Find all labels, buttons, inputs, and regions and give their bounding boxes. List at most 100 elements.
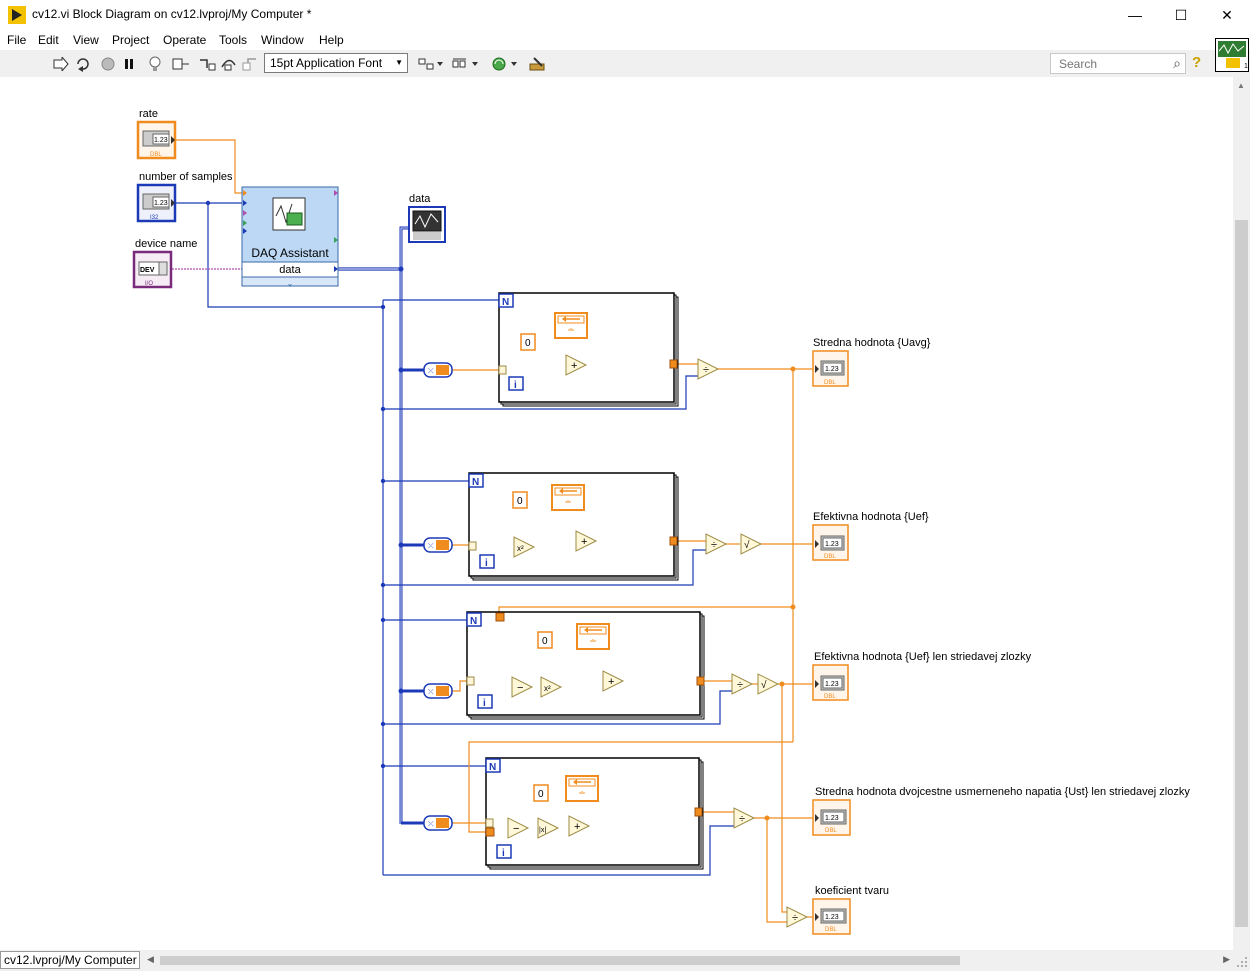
for-loop-4[interactable]: N i ∸ 0 − |x| + bbox=[485, 757, 704, 870]
menu-view[interactable]: View bbox=[73, 33, 99, 47]
vi-icon[interactable]: 1 bbox=[1215, 38, 1249, 72]
data-graph-label: data bbox=[409, 193, 431, 205]
divide-node-2: ÷ bbox=[705, 533, 727, 555]
menu-help[interactable]: Help bbox=[319, 33, 344, 47]
loop3-count-terminal: N bbox=[470, 616, 477, 627]
device-control[interactable]: DEV I/O bbox=[132, 250, 173, 289]
distribute-objects-icon[interactable] bbox=[452, 55, 480, 73]
retain-wire-values-icon[interactable] bbox=[172, 55, 190, 73]
search-input[interactable]: Search ⌕ bbox=[1050, 53, 1186, 74]
uavg-indicator[interactable]: 1.23 DBL bbox=[812, 350, 849, 387]
loop3-index-tunnel bbox=[466, 676, 475, 686]
junction-dots bbox=[205, 200, 404, 769]
scroll-left-icon[interactable]: ◀ bbox=[147, 954, 154, 964]
abort-icon[interactable] bbox=[99, 55, 117, 73]
divide-node-3: ÷ bbox=[731, 673, 753, 695]
svg-text:x²: x² bbox=[517, 544, 524, 553]
svg-text:+: + bbox=[571, 360, 577, 372]
svg-text:−: − bbox=[517, 682, 523, 694]
svg-text:+: + bbox=[574, 821, 580, 833]
svg-text:÷: ÷ bbox=[792, 912, 798, 924]
highlight-execution-icon[interactable] bbox=[146, 55, 164, 73]
rate-control[interactable]: 1.23 DBL bbox=[136, 120, 177, 160]
block-diagram-canvas[interactable]: rate 1.23 DBL number of samples 1.23 I32… bbox=[0, 77, 1233, 950]
samples-control[interactable]: 1.23 I32 bbox=[136, 183, 177, 223]
loop3-in-wire bbox=[452, 680, 467, 692]
uavg-indicator-num: 1.23 bbox=[825, 366, 839, 373]
svg-text:−: − bbox=[513, 823, 519, 835]
ust-to-form bbox=[766, 818, 787, 923]
data-graph-wire bbox=[399, 226, 409, 269]
menu-file[interactable]: File bbox=[7, 33, 27, 47]
convert-node-4: ⤫ bbox=[423, 815, 453, 831]
pause-icon[interactable] bbox=[120, 55, 138, 73]
count-div-wire-1 bbox=[383, 375, 698, 410]
loop2-out-tunnel bbox=[669, 536, 678, 546]
step-out-icon[interactable] bbox=[242, 55, 260, 73]
for-loop-1[interactable]: N i ∸ 0 + bbox=[498, 292, 679, 407]
font-select[interactable]: 15pt Application Font ▼ bbox=[264, 53, 408, 73]
loop3-avg-tunnel bbox=[495, 612, 505, 622]
expand-icon[interactable]: ⌄ bbox=[287, 279, 294, 288]
loop4-subtract-node: − bbox=[507, 817, 529, 839]
clean-up-diagram-icon[interactable] bbox=[528, 55, 550, 73]
loop3-add-node: + bbox=[602, 670, 624, 692]
uef-label: Efektivna hodnota {Uef} bbox=[813, 511, 929, 523]
uef-ac-indicator[interactable]: 1.23 DBL bbox=[812, 664, 849, 701]
svg-text:⤫: ⤫ bbox=[428, 543, 434, 550]
horizontal-scrollbar[interactable]: ◀ ▶ bbox=[144, 953, 1233, 968]
form-factor-indicator[interactable]: 1.23 DBL bbox=[812, 898, 851, 935]
run-continuously-icon[interactable] bbox=[74, 55, 92, 73]
loop3-out-tunnel bbox=[696, 676, 705, 686]
scroll-up-icon[interactable]: ▲ bbox=[1237, 81, 1245, 90]
loop2-zero-text: 0 bbox=[517, 496, 523, 507]
loop4-index-tunnel bbox=[485, 818, 494, 828]
daq-terminals bbox=[243, 190, 338, 272]
daq-title: DAQ Assistant bbox=[251, 246, 329, 260]
daq-output-label: data bbox=[279, 264, 301, 276]
uavg-to-loop4 bbox=[468, 741, 793, 833]
context-help-icon[interactable]: ? bbox=[1192, 54, 1202, 71]
vertical-scrollbar[interactable]: ▲ bbox=[1233, 77, 1250, 950]
svg-text:÷: ÷ bbox=[739, 813, 745, 825]
step-over-icon[interactable] bbox=[220, 55, 238, 73]
menu-operate[interactable]: Operate bbox=[163, 33, 207, 47]
svg-text:÷: ÷ bbox=[711, 539, 717, 551]
data-graph-indicator[interactable] bbox=[408, 206, 446, 243]
ust-indicator[interactable]: 1.23 DBL bbox=[812, 799, 851, 836]
project-context[interactable]: cv12.lvproj/My Computer bbox=[0, 951, 140, 969]
sqrt-node-3: √ bbox=[757, 673, 779, 695]
step-into-icon[interactable] bbox=[198, 55, 216, 73]
align-objects-icon[interactable] bbox=[418, 55, 444, 73]
close-button[interactable]: ✕ bbox=[1221, 6, 1233, 23]
minimize-button[interactable]: — bbox=[1128, 7, 1142, 23]
maximize-button[interactable]: ☐ bbox=[1174, 6, 1188, 23]
svg-text:∸: ∸ bbox=[578, 788, 586, 798]
menu-project[interactable]: Project bbox=[112, 33, 150, 47]
divide-node-form: ÷ bbox=[786, 906, 808, 928]
loop3-zero-text: 0 bbox=[542, 636, 548, 647]
reorder-icon[interactable] bbox=[491, 55, 519, 73]
svg-text:|x|: |x| bbox=[539, 827, 546, 834]
menu-edit[interactable]: Edit bbox=[38, 33, 59, 47]
search-icon[interactable]: ⌕ bbox=[1173, 55, 1181, 71]
svg-text:1: 1 bbox=[1244, 63, 1248, 70]
svg-text:∸: ∸ bbox=[564, 497, 572, 507]
svg-text:⤫: ⤫ bbox=[428, 689, 434, 696]
horizontal-scroll-thumb[interactable] bbox=[160, 956, 960, 965]
title-bar: cv12.vi Block Diagram on cv12.lvproj/My … bbox=[0, 0, 1250, 30]
for-loop-2[interactable]: N i ∸ 0 x² + bbox=[468, 472, 679, 581]
vertical-scroll-thumb[interactable] bbox=[1235, 220, 1248, 927]
for-loop-3[interactable]: N i ∸ 0 − x² + bbox=[466, 611, 705, 720]
loop1-zero-constant bbox=[520, 333, 536, 351]
svg-text:x²: x² bbox=[544, 684, 551, 693]
daq-assistant[interactable]: DAQ Assistant data ⌄ bbox=[241, 186, 339, 288]
loop1-iteration-terminal: i bbox=[514, 380, 517, 391]
uef-indicator[interactable]: 1.23 DBL bbox=[812, 524, 849, 561]
menu-tools[interactable]: Tools bbox=[219, 33, 248, 47]
menu-window[interactable]: Window bbox=[261, 33, 304, 47]
run-arrow-icon[interactable] bbox=[52, 55, 70, 73]
scroll-right-icon[interactable]: ▶ bbox=[1223, 954, 1230, 964]
loop3-subtract-node: − bbox=[511, 676, 533, 698]
resize-grip-icon[interactable] bbox=[1236, 956, 1248, 968]
